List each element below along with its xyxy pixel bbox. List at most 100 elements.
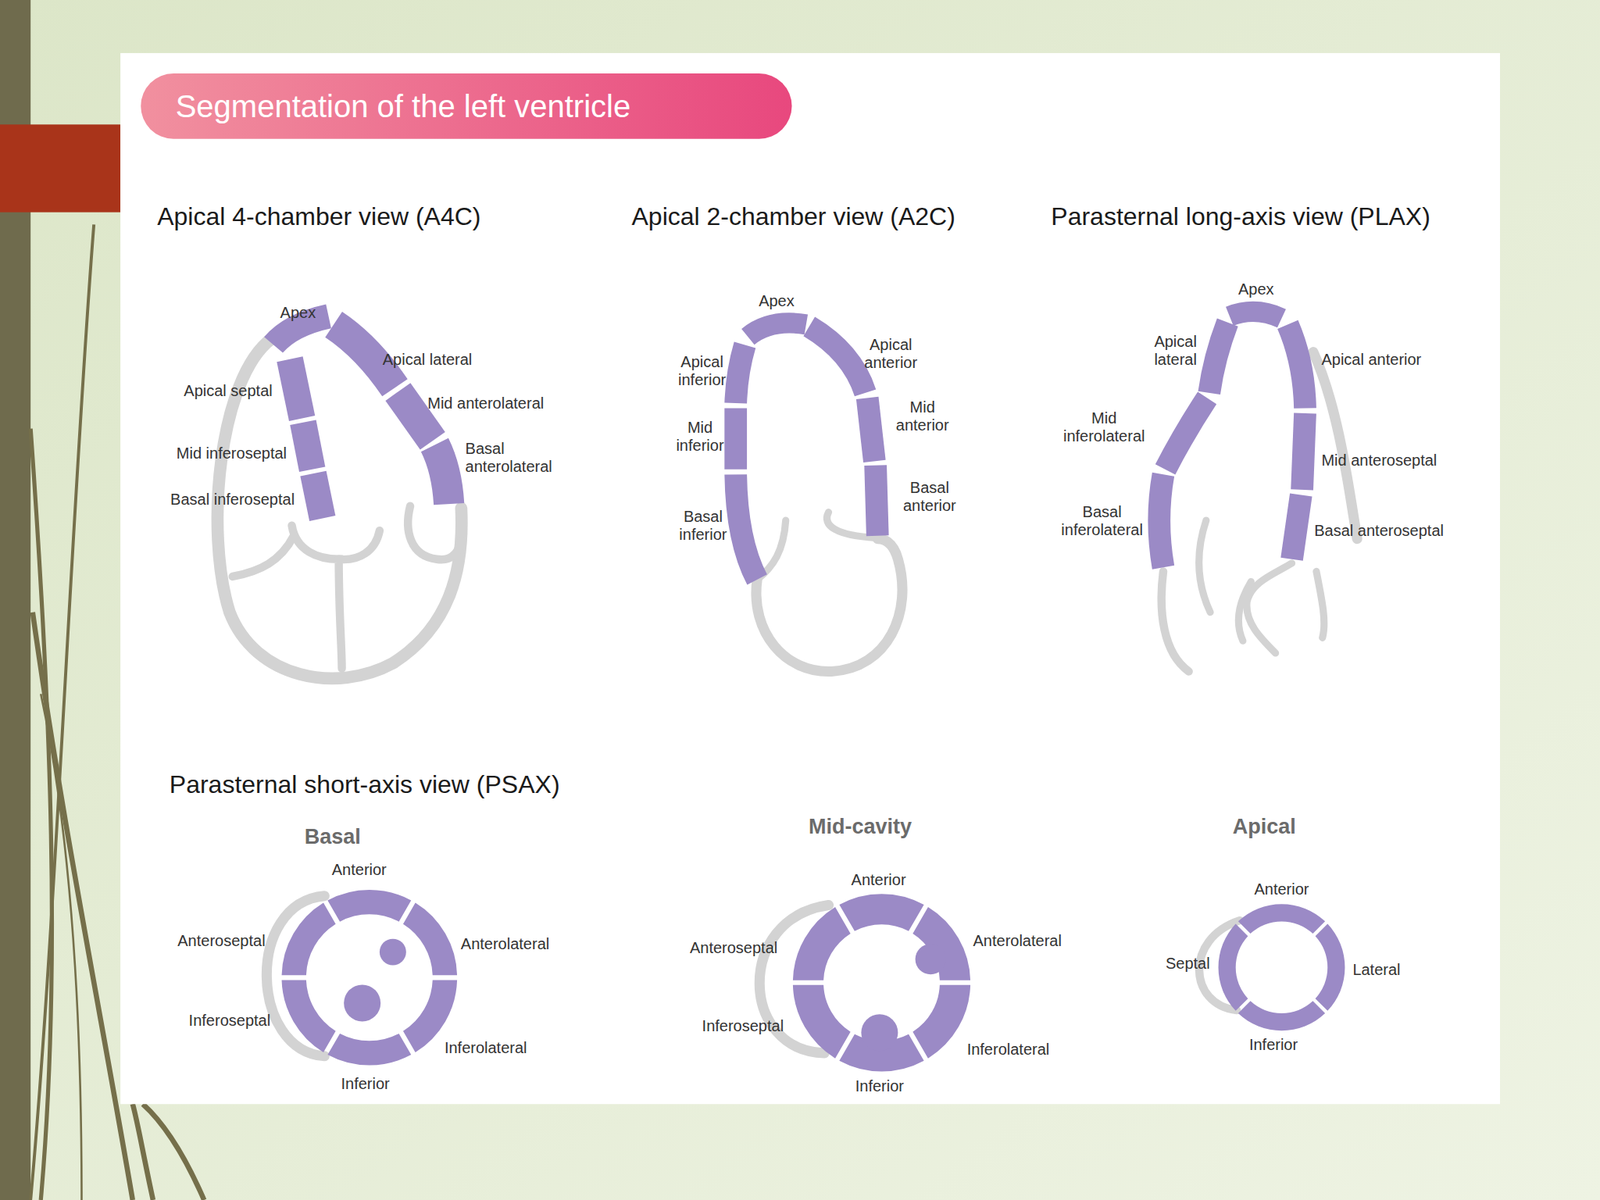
decor-curve <box>30 224 94 1200</box>
segment-label: Mid inferolateral <box>1053 409 1156 446</box>
segment-label: Septal <box>1165 953 1211 972</box>
valve-leaflet <box>1199 520 1211 613</box>
ring-segment <box>1238 1000 1325 1031</box>
wall-segment <box>1287 324 1305 408</box>
segment-label: Apex <box>280 303 317 322</box>
segment-label: Anterior <box>1253 879 1309 898</box>
slide-title: Segmentation of the left ventricle <box>175 88 632 125</box>
segment-label: Inferolateral <box>444 1039 528 1058</box>
psax-illustration <box>266 889 1345 1072</box>
ring-segment <box>282 903 336 976</box>
wall-segment <box>1209 322 1229 393</box>
segment-label: Inferior <box>1249 1035 1298 1054</box>
segment-label: Apical anterior <box>1321 350 1422 368</box>
ring-segment <box>792 985 851 1059</box>
view-heading: Parasternal short-axis view (PSAX) <box>169 770 561 800</box>
ring <box>1218 903 1346 1031</box>
ring-segment <box>912 907 971 981</box>
apex-segment <box>747 322 806 337</box>
segment-label: Apical inferior <box>666 353 738 390</box>
decor-curve <box>132 1103 154 1200</box>
ring <box>792 893 971 1072</box>
ring <box>282 889 458 1066</box>
ring-segment <box>282 979 336 1053</box>
segment-label: Apex <box>758 292 795 311</box>
level-heading: Basal <box>304 825 361 850</box>
wall-segment <box>313 473 323 518</box>
wall-segment <box>289 359 303 419</box>
segment-label: Basal inferior <box>667 507 739 544</box>
segment-label: Inferior <box>855 1076 904 1095</box>
wall-segment <box>434 444 449 504</box>
a2c-illustration <box>735 322 903 672</box>
view-heading: Apical 4-chamber view (A4C) <box>157 201 481 231</box>
atrium-outline <box>1161 571 1190 672</box>
segment-label: Basal inferoseptal <box>170 489 295 508</box>
papillary-muscle <box>860 1014 898 1051</box>
accent-block <box>0 124 121 212</box>
title-pill <box>140 73 792 140</box>
wall-segment <box>724 407 747 469</box>
decor-curve <box>40 693 82 1200</box>
wall-segment <box>1292 494 1302 559</box>
valve-leaflet <box>232 535 294 577</box>
wall-segment <box>303 422 313 470</box>
segment-label: Anterolateral <box>460 935 550 954</box>
segment-label: Anterior <box>851 870 907 889</box>
wall-segment <box>397 392 433 442</box>
level-heading: Mid-cavity <box>808 815 912 840</box>
rv-outline <box>1313 352 1358 540</box>
ring-segment <box>1218 924 1249 1011</box>
segment-label: Mid anterior <box>886 398 958 435</box>
segment-label: Basal anterolateral <box>465 439 568 476</box>
segment-label: Mid inferior <box>664 418 736 455</box>
segment-label: Apical septal <box>183 382 272 400</box>
segment-label: Inferoseptal <box>702 1016 785 1035</box>
segment-label: Inferior <box>340 1075 390 1093</box>
segment-label: Anteroseptal <box>177 932 265 950</box>
decor-curve <box>32 612 133 1200</box>
ring-segment <box>327 1033 411 1066</box>
segment-label: Lateral <box>1352 960 1400 979</box>
ring-segment <box>327 889 411 922</box>
segment-label: Inferolateral <box>967 1039 1050 1058</box>
ring-segments <box>282 889 1346 1072</box>
decor-curve <box>30 428 52 1200</box>
segment-label: Inferoseptal <box>189 1011 272 1030</box>
aortic-root <box>1316 571 1325 638</box>
aortic-root <box>1238 581 1251 641</box>
valve-leaflet <box>339 530 380 560</box>
ring-segment <box>912 985 971 1059</box>
segment-label: Mid inferoseptal <box>176 443 287 462</box>
segment-label: Apical lateral <box>382 350 473 368</box>
ring-segment <box>403 903 458 976</box>
atrial-septum <box>292 525 343 669</box>
segment-label: Apical lateral <box>1139 332 1211 369</box>
view-heading: Apical 2-chamber view (A2C) <box>631 201 955 231</box>
segment-label: Anterolateral <box>973 932 1062 950</box>
papillary-muscle <box>915 943 947 975</box>
segment-label: Apical anterior <box>855 335 927 372</box>
segment-label: Basal anteroseptal <box>1314 521 1444 540</box>
segment-label: Anterior <box>332 860 387 879</box>
wall-segment <box>735 344 746 403</box>
wall-segment <box>809 326 866 393</box>
view-heading: Parasternal long-axis view (PLAX) <box>1050 201 1431 231</box>
segment-label: Anteroseptal <box>689 939 778 958</box>
ring-segment <box>1315 924 1346 1011</box>
wall-segment <box>1302 413 1306 490</box>
level-heading: Apical <box>1232 815 1297 840</box>
ring-segment <box>1238 903 1325 934</box>
wall-segment <box>1159 474 1164 568</box>
segment-label: Apex <box>1238 279 1275 298</box>
wall-segment <box>735 474 758 580</box>
ring-segment <box>839 893 924 932</box>
segment-label: Mid anterolateral <box>427 393 544 412</box>
segment-label: Mid anteroseptal <box>1321 451 1437 470</box>
aortic-root <box>1246 563 1293 654</box>
apex-segment <box>1229 311 1283 319</box>
segment-label: Basal inferolateral <box>1050 503 1154 540</box>
papillary-muscle <box>343 984 381 1022</box>
